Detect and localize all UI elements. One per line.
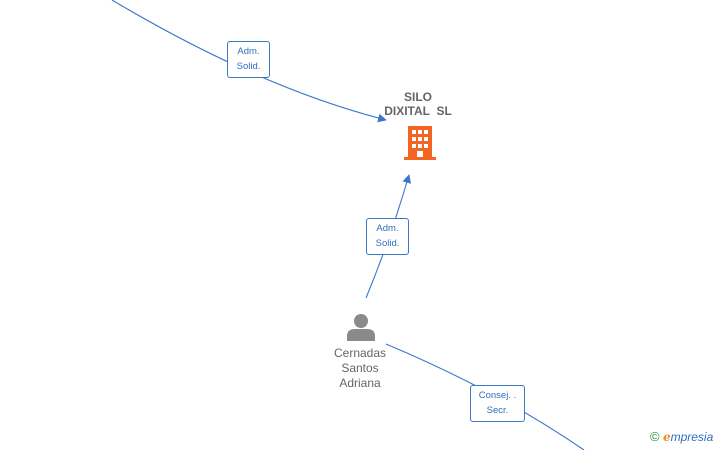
edge-label-bottom-line1: Consej. . — [478, 390, 517, 401]
company-name[interactable]: SILO DIXITAL SL — [368, 90, 468, 118]
person-name-line1: Cernadas — [333, 346, 387, 360]
edge-label-middle-line1: Adm. — [376, 223, 399, 234]
company-name-line2: DIXITAL SL — [384, 104, 452, 118]
edge-label-bottom[interactable]: Consej. . Secr. — [470, 385, 525, 422]
edge-label-top-line1: Adm. — [237, 46, 260, 57]
person-name-line2: Santos — [341, 361, 379, 375]
copyright-symbol: © — [650, 429, 660, 444]
edge-label-bottom-line2: Secr. — [486, 405, 509, 416]
edge-label-middle-line2: Solid. — [375, 238, 400, 249]
brand-logo: © empresia — [650, 429, 714, 445]
person-name-line3: Adriana — [339, 376, 381, 390]
building-icon[interactable] — [404, 126, 436, 160]
edge-label-top-line2: Solid. — [236, 61, 261, 72]
person-icon[interactable] — [346, 312, 376, 342]
brand-rest: mpresia — [670, 430, 714, 444]
edge-label-top[interactable]: Adm. Solid. — [227, 41, 270, 78]
edge-label-middle[interactable]: Adm. Solid. — [366, 218, 409, 255]
company-name-line1: SILO — [403, 90, 432, 104]
person-name[interactable]: Cernadas Santos Adriana — [310, 346, 410, 391]
brand-e: e — [662, 430, 671, 444]
